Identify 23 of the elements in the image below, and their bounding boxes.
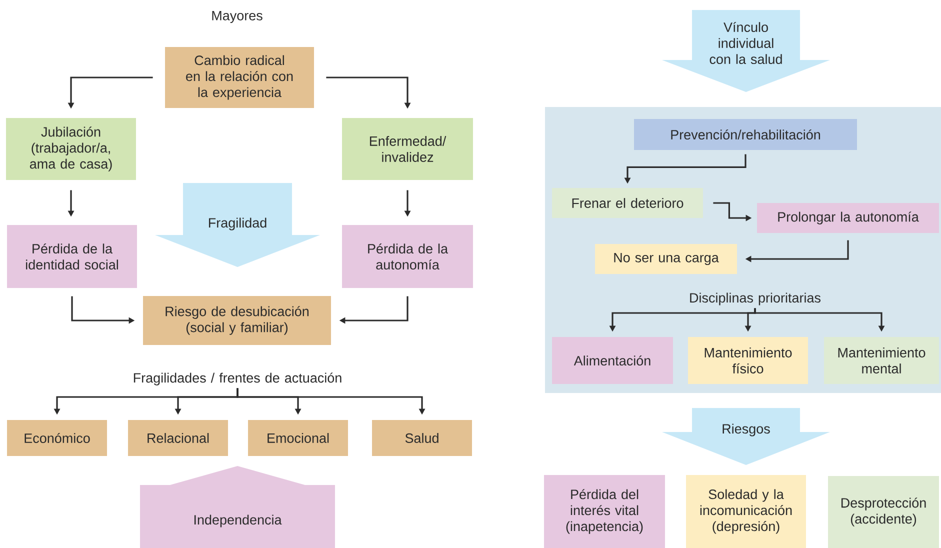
heading-text: Fragilidades / frentes de actuación bbox=[134, 372, 342, 386]
process-box: Alimentación bbox=[552, 337, 673, 384]
process-box: Cambio radical en la relación con la experiencia bbox=[165, 47, 314, 108]
process-box: Riesgo de desubicación (social y familiar) bbox=[143, 296, 331, 345]
process-box: No ser una carga bbox=[595, 244, 737, 274]
process-box: Pérdida de la autonomía bbox=[342, 225, 473, 288]
process-box: Jubilación (trabajador/a, ama de casa) bbox=[6, 118, 136, 180]
heading-text: Disciplinas prioritarias bbox=[690, 292, 820, 306]
process-box: Prolongar la autonomía bbox=[757, 203, 939, 233]
process-box: Soledad y la incomunicación (depresión) bbox=[686, 475, 806, 548]
process-box: Mantenimiento mental bbox=[824, 337, 939, 384]
process-box: Mantenimiento físico bbox=[688, 337, 808, 384]
process-box: Pérdida de la identidad social bbox=[7, 225, 137, 288]
process-box: Económico bbox=[7, 420, 107, 456]
process-box: Desprotección (accidente) bbox=[828, 476, 939, 548]
process-box: Relacional bbox=[128, 420, 228, 456]
heading-text: Mayores bbox=[212, 10, 262, 24]
process-box: Frenar el deterioro bbox=[552, 188, 703, 218]
process-box: Prevención/rehabilitación bbox=[634, 119, 857, 150]
process-box: Salud bbox=[372, 420, 472, 456]
process-box: Emocional bbox=[248, 420, 348, 456]
process-box: Enfermedad/ invalidez bbox=[342, 118, 473, 180]
process-box: Pérdida del interés vital (inapetencia) bbox=[544, 475, 665, 548]
